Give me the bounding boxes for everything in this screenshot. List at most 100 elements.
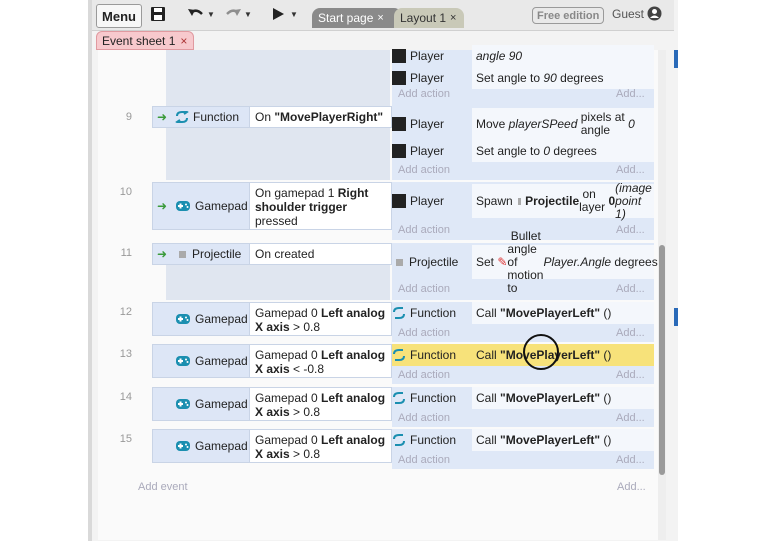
gamepad-icon — [176, 441, 190, 451]
undo-dropdown-icon[interactable]: ▼ — [207, 10, 215, 19]
projectile-icon — [517, 197, 522, 205]
add-more-link[interactable]: Add... — [616, 164, 645, 176]
event-15-condition[interactable]: Gamepad Gamepad 0 Left analog X axis > 0… — [152, 429, 392, 463]
add-action-link[interactable]: Add action — [398, 88, 450, 100]
redo-icon[interactable] — [224, 6, 242, 22]
action-row[interactable]: Function Call "MovePlayerLeft" () — [392, 429, 654, 451]
redo-dropdown-icon[interactable]: ▼ — [244, 10, 252, 19]
function-icon — [393, 349, 405, 361]
projectile-icon — [179, 250, 186, 258]
click-indicator — [523, 334, 559, 370]
event-number: 11 — [120, 247, 132, 259]
undo-icon[interactable] — [187, 6, 205, 22]
gamepad-icon — [176, 399, 190, 409]
add-more-link[interactable]: Add... — [616, 283, 645, 295]
event-actions: Function Call "MovePlayerLeft" () Add ac… — [392, 302, 654, 342]
action-row[interactable]: Player Set angle to 0 degrees — [392, 140, 654, 162]
add-action-link[interactable]: Add action — [398, 224, 450, 236]
action-row[interactable]: Function Call "MovePlayerLeft" () — [392, 302, 654, 324]
add-action-link[interactable]: Add action — [398, 283, 450, 295]
event-condition-block — [166, 128, 390, 180]
gamepad-icon — [176, 356, 190, 366]
event-actions: Function Call "MovePlayerLeft" () Add ac… — [392, 429, 654, 469]
free-edition-badge[interactable]: Free edition — [532, 7, 605, 24]
event-number: 14 — [119, 391, 132, 403]
add-action-link[interactable]: Add action — [398, 412, 450, 424]
player-icon — [392, 144, 406, 158]
event-9-condition[interactable]: ➜ Function On "MovePlayerRight" — [152, 106, 392, 128]
gamepad-icon — [176, 201, 190, 211]
add-more-link[interactable]: Add... — [616, 454, 645, 466]
function-icon — [393, 434, 405, 446]
action-row[interactable]: Function Call "MovePlayerLeft" () — [392, 387, 654, 409]
add-event-link[interactable]: Add event — [138, 481, 188, 493]
player-icon — [392, 71, 406, 85]
arrow-icon: ➜ — [157, 110, 168, 124]
tab-start-page[interactable]: Start page × — [312, 8, 402, 28]
side-marker — [674, 308, 678, 326]
bullet-icon: ✎ — [497, 254, 508, 269]
side-marker — [674, 50, 678, 68]
gamepad-icon — [176, 314, 190, 324]
function-icon — [393, 307, 405, 319]
add-more-link[interactable]: Add... — [616, 369, 645, 381]
close-icon[interactable]: × — [180, 33, 188, 48]
frame-left-border — [88, 0, 92, 541]
event-12-condition[interactable]: Gamepad Gamepad 0 Left analog X axis > 0… — [152, 302, 392, 336]
event-number: 9 — [125, 111, 132, 123]
tab-label: Event sheet 1 — [102, 33, 176, 48]
event-condition-block — [166, 265, 390, 300]
action-row[interactable]: Player angle 90 — [392, 45, 654, 67]
scrollbar-thumb[interactable] — [659, 245, 665, 475]
play-icon[interactable] — [271, 7, 285, 21]
event-actions: Player angle 90 Player Set angle to 90 d… — [392, 45, 654, 108]
add-action-link[interactable]: Add action — [398, 327, 450, 339]
add-action-link[interactable]: Add action — [398, 369, 450, 381]
tab-event-sheet-1[interactable]: Event sheet 1 × — [96, 31, 194, 50]
add-more-link[interactable]: Add... — [616, 224, 645, 236]
event-actions: Player Spawn Projectile on layer 0(image… — [392, 181, 654, 240]
event-number: 10 — [119, 186, 132, 198]
projectile-icon — [396, 258, 403, 266]
event-13-condition[interactable]: Gamepad Gamepad 0 Left analog X axis < -… — [152, 344, 392, 378]
player-icon — [392, 49, 406, 63]
arrow-icon: ➜ — [157, 199, 168, 213]
event-actions: Projectile Set ✎ Bullet angle of motion … — [392, 229, 658, 300]
add-more-link[interactable]: Add... — [616, 412, 645, 424]
add-action-link[interactable]: Add action — [398, 454, 450, 466]
event-11-condition[interactable]: ➜ Projectile On created — [152, 243, 392, 265]
user-label[interactable]: Guest — [612, 7, 645, 21]
play-dropdown-icon[interactable]: ▼ — [290, 10, 298, 19]
event-10-condition[interactable]: ➜ Gamepad On gamepad 1 Right shoulder tr… — [152, 182, 392, 230]
function-icon — [175, 111, 189, 123]
event-number: 12 — [119, 306, 132, 318]
tab-layout-1[interactable]: Layout 1 × — [394, 8, 464, 28]
tab-label: Start page — [318, 11, 374, 25]
user-icon[interactable] — [647, 6, 662, 21]
action-row[interactable]: Player Spawn Projectile on layer 0(image… — [392, 181, 654, 220]
close-icon[interactable]: × — [450, 12, 457, 24]
player-icon — [392, 117, 406, 131]
event-number: 15 — [119, 433, 132, 445]
close-icon[interactable]: × — [377, 12, 384, 24]
event-condition-block — [166, 50, 390, 108]
add-more-link[interactable]: Add... — [617, 481, 646, 493]
add-more-link[interactable]: Add... — [616, 88, 645, 100]
action-row[interactable]: Player Set angle to 90 degrees — [392, 67, 654, 89]
action-row-selected[interactable]: Function Call "MovePlayerLeft" () — [392, 344, 654, 366]
player-icon — [392, 194, 406, 208]
save-icon[interactable] — [150, 6, 166, 22]
event-actions: Function Call "MovePlayerLeft" () Add ac… — [392, 344, 654, 384]
tab-label: Layout 1 — [400, 11, 447, 25]
action-row[interactable]: Projectile Set ✎ Bullet angle of motion … — [392, 229, 658, 294]
menu-button[interactable]: Menu — [96, 4, 142, 28]
function-icon — [393, 392, 405, 404]
main-toolbar: Menu ▼ ▼ ▼ Start page × Layout 1 × Free … — [92, 0, 674, 31]
add-more-link[interactable]: Add... — [616, 327, 645, 339]
event-14-condition[interactable]: Gamepad Gamepad 0 Left analog X axis > 0… — [152, 387, 392, 421]
arrow-icon: ➜ — [157, 247, 168, 261]
event-actions: Function Call "MovePlayerLeft" () Add ac… — [392, 387, 654, 427]
add-action-link[interactable]: Add action — [398, 164, 450, 176]
